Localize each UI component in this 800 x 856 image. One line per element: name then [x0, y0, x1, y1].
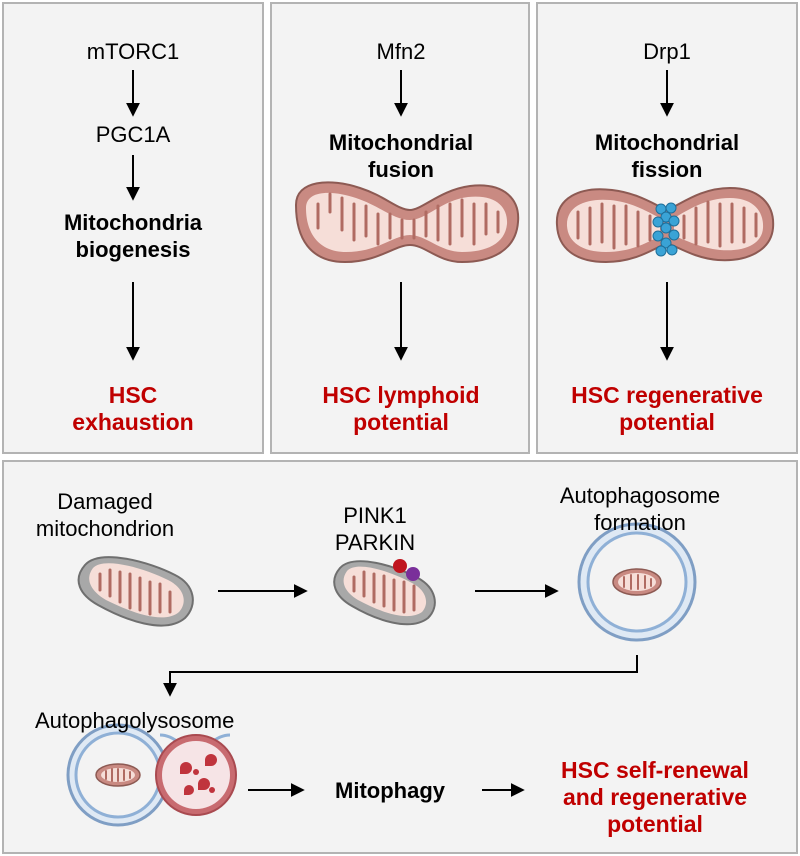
parkin-marker-icon [406, 567, 420, 581]
label-autophagolysosome: Autophagolysosome [35, 708, 235, 733]
label-autophagosome-formation: Autophagosome formation [559, 483, 721, 535]
label-pink1-parkin: PINK1 PARKIN [334, 503, 416, 555]
label-hsc-self-renewal: HSC self-renewal and regenerative potent… [561, 757, 749, 837]
label-mitophagy: Mitophagy [335, 778, 445, 803]
label-pgc1a: PGC1A [95, 122, 171, 147]
label-hsc-lymphoid-potential: HSC lymphoid potential [322, 382, 480, 435]
label-mfn2: Mfn2 [376, 39, 426, 64]
label-mitochondrial-fusion: Mitochondrial fusion [328, 130, 474, 182]
autophagolysosome-icon [66, 723, 237, 827]
elbow-connector [163, 655, 638, 697]
damaged-mitochondrion-icon [77, 556, 194, 627]
label-drp1: Drp1 [643, 39, 691, 64]
autophagosome-icon [577, 522, 697, 642]
label-hsc-exhaustion: HSC exhaustion [72, 382, 194, 435]
drp1-ring-icon [652, 202, 680, 257]
label-mitochondrial-fission: Mitochondrial fission [594, 130, 740, 182]
dividing-mitochondrion-icon [555, 186, 775, 264]
fused-mitochondrion-icon [294, 181, 520, 264]
tagged-mitochondrion-icon [333, 559, 436, 626]
label-hsc-regenerative-potential: HSC regenerative potential [571, 382, 763, 435]
pink1-marker-icon [393, 559, 407, 573]
label-damaged-mitochondrion: Damaged mitochondrion [35, 489, 175, 541]
label-mtorc1: mTORC1 [86, 39, 180, 64]
label-mitochondria-biogenesis: Mitochondria biogenesis [63, 210, 203, 262]
